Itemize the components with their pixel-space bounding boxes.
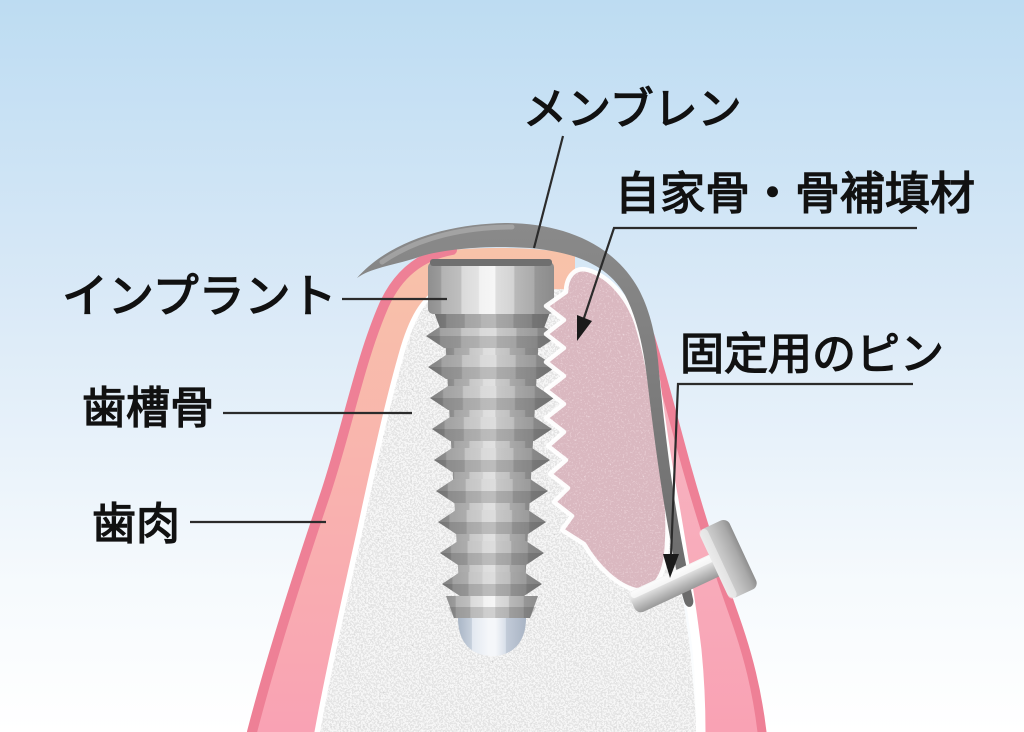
implant-thread bbox=[434, 448, 550, 472]
thread-top bbox=[434, 448, 550, 460]
membrane-label: メンブレン bbox=[523, 84, 742, 134]
thread-shadow bbox=[436, 491, 548, 503]
implant bbox=[426, 259, 558, 656]
membrane-highlight bbox=[379, 224, 515, 265]
thread-shadow bbox=[430, 398, 554, 410]
pin-shaft-highlight bbox=[630, 553, 719, 599]
thread-shadow bbox=[434, 460, 550, 472]
implant-thread bbox=[442, 572, 542, 596]
implant-head-top-edge bbox=[430, 259, 552, 266]
implant-collar-shade bbox=[434, 312, 550, 328]
thread-top bbox=[432, 417, 552, 429]
membrane-leader-line bbox=[532, 135, 565, 249]
pin-head-highlight bbox=[699, 528, 737, 599]
thread-face bbox=[426, 324, 558, 348]
fixing-pin bbox=[629, 519, 757, 613]
thread-shadow bbox=[432, 429, 552, 441]
thread-face bbox=[438, 510, 546, 534]
anatomy bbox=[247, 223, 767, 732]
bone-graft-arrowhead bbox=[577, 315, 592, 341]
thread-shadow bbox=[426, 336, 558, 348]
thread-shadow bbox=[438, 522, 546, 534]
gingiva-left-rim bbox=[247, 245, 457, 732]
implant-thread bbox=[438, 510, 546, 534]
implant-skirt-shadow bbox=[448, 607, 536, 618]
implant-head bbox=[428, 262, 554, 314]
thread-face bbox=[436, 479, 548, 503]
implant-thread bbox=[432, 417, 552, 441]
thread-shadow bbox=[440, 553, 544, 565]
thread-face bbox=[432, 417, 552, 441]
alveolar-bone-label: 歯槽骨 bbox=[82, 384, 214, 433]
thread-face bbox=[428, 355, 556, 379]
gingiva-label: 歯肉 bbox=[92, 500, 180, 549]
thread-top bbox=[428, 355, 556, 367]
implant-thread bbox=[436, 479, 548, 503]
implant-collar bbox=[434, 312, 550, 328]
label-texts: メンブレン 自家骨・骨補填材 インプラント 歯槽骨 歯肉 固定用のピン bbox=[62, 84, 975, 549]
implant-label: インプラント bbox=[62, 270, 337, 322]
implant-skirt bbox=[446, 596, 538, 618]
fixing-pin-label: 固定用のピン bbox=[680, 330, 944, 379]
fixing-pin-arrowhead bbox=[663, 554, 679, 578]
bone-graft-label: 自家骨・骨補填材 bbox=[615, 168, 975, 219]
thread-top bbox=[442, 572, 542, 584]
thread-top bbox=[438, 510, 546, 522]
fixing-pin-leader-line bbox=[669, 382, 913, 557]
tissue-gap-left bbox=[314, 284, 450, 732]
implant-thread bbox=[428, 355, 556, 379]
implant-tip bbox=[458, 618, 526, 656]
annotations bbox=[190, 135, 917, 578]
bone-graft-leader-line bbox=[578, 226, 917, 331]
thread-shadow bbox=[442, 584, 542, 596]
pin-shaft bbox=[629, 552, 726, 613]
thread-shadow bbox=[428, 367, 556, 379]
thread-top bbox=[436, 479, 548, 491]
thread-top bbox=[440, 541, 544, 553]
thread-face bbox=[434, 448, 550, 472]
thread-face bbox=[442, 572, 542, 596]
thread-top bbox=[430, 386, 554, 398]
thread-face bbox=[440, 541, 544, 565]
implant-thread bbox=[430, 386, 554, 410]
thread-face bbox=[430, 386, 554, 410]
implant-thread bbox=[440, 541, 544, 565]
membrane bbox=[357, 223, 694, 607]
gingiva-left bbox=[252, 247, 575, 732]
pin-head-disc bbox=[700, 519, 757, 598]
